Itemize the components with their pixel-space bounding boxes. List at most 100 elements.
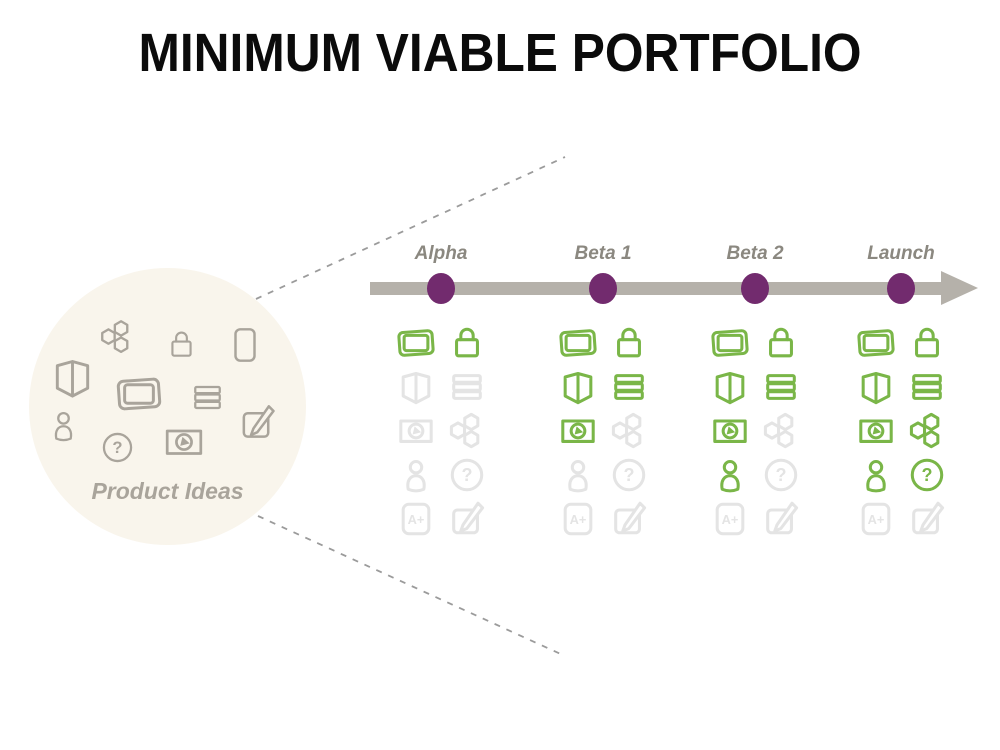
list-icon bbox=[451, 374, 482, 400]
tablet-icon bbox=[710, 329, 749, 357]
launch-book-cell bbox=[850, 365, 901, 409]
milestone-dot-launch bbox=[887, 273, 915, 304]
alpha-grade-cell: A+ bbox=[390, 497, 441, 541]
launch-tablet-cell bbox=[850, 321, 901, 365]
launch-person-cell bbox=[850, 453, 901, 497]
book-icon bbox=[715, 371, 744, 405]
video-icon bbox=[712, 419, 747, 443]
timeline-bar bbox=[370, 282, 942, 295]
stage-label-alpha: Alpha bbox=[414, 243, 468, 264]
tablet-icon bbox=[116, 377, 162, 411]
list-icon bbox=[613, 374, 644, 400]
svg-text:A+: A+ bbox=[867, 512, 884, 527]
alpha-lock-cell bbox=[441, 321, 492, 365]
question-icon: ? bbox=[612, 458, 645, 492]
timeline-arrowhead-icon bbox=[941, 271, 978, 305]
book-icon bbox=[401, 371, 430, 405]
product-ideas-circle bbox=[29, 268, 306, 545]
beta-1-question-cell: ? bbox=[603, 453, 654, 497]
edit-icon bbox=[451, 501, 484, 535]
edit-icon bbox=[613, 501, 646, 535]
lock-icon bbox=[454, 327, 479, 358]
beta-2-list-cell bbox=[755, 365, 806, 409]
edit-icon bbox=[242, 404, 275, 438]
alpha-video-cell bbox=[390, 409, 441, 453]
alpha-book-cell bbox=[390, 365, 441, 409]
idea-card-icon bbox=[226, 326, 264, 364]
grade-icon: A+ bbox=[401, 502, 430, 536]
svg-text:A+: A+ bbox=[407, 512, 424, 527]
alpha-person-cell bbox=[390, 453, 441, 497]
beta-2-edit-cell bbox=[755, 497, 806, 541]
milestone-dot-beta-1 bbox=[589, 273, 617, 304]
hexagons-icon bbox=[909, 412, 939, 449]
stage-column-launch: ? A+ bbox=[850, 321, 952, 541]
book-icon bbox=[861, 371, 890, 405]
video-icon bbox=[560, 419, 595, 443]
alpha-edit-cell bbox=[441, 497, 492, 541]
person-icon bbox=[865, 459, 886, 493]
page-title: MINIMUM VIABLE PORTFOLIO bbox=[138, 23, 862, 83]
tablet-icon bbox=[396, 329, 435, 357]
video-icon bbox=[165, 429, 203, 455]
person-icon bbox=[567, 459, 588, 493]
alpha-hexagons-cell bbox=[441, 409, 492, 453]
edit-icon bbox=[911, 501, 944, 535]
idea-edit-icon bbox=[238, 403, 277, 442]
edit-icon bbox=[765, 501, 798, 535]
idea-tablet-icon bbox=[116, 371, 162, 417]
beta-2-lock-cell bbox=[755, 321, 806, 365]
milestone-dot-beta-2 bbox=[741, 273, 769, 304]
beta-2-hexagons-cell bbox=[755, 409, 806, 453]
lock-icon bbox=[768, 327, 793, 358]
beta-2-grade-cell: A+ bbox=[704, 497, 755, 541]
grade-icon: A+ bbox=[715, 502, 744, 536]
stage-label-launch: Launch bbox=[867, 243, 935, 264]
beta-2-book-cell bbox=[704, 365, 755, 409]
idea-person-icon bbox=[46, 408, 81, 443]
question-icon: ? bbox=[450, 458, 483, 492]
idea-video-icon bbox=[163, 421, 205, 463]
svg-text:A+: A+ bbox=[721, 512, 738, 527]
lock-icon bbox=[914, 327, 939, 358]
idea-question-icon: ? bbox=[100, 430, 135, 465]
launch-question-cell: ? bbox=[901, 453, 952, 497]
beta-2-question-cell: ? bbox=[755, 453, 806, 497]
video-icon bbox=[398, 419, 433, 443]
hexagons-icon bbox=[763, 412, 793, 449]
tablet-icon bbox=[558, 329, 597, 357]
idea-lock-icon bbox=[165, 328, 198, 361]
list-icon bbox=[911, 374, 942, 400]
idea-hexagons-icon bbox=[99, 319, 135, 355]
svg-text:?: ? bbox=[112, 438, 122, 457]
video-icon bbox=[858, 419, 893, 443]
launch-hexagons-cell bbox=[901, 409, 952, 453]
alpha-question-cell: ? bbox=[441, 453, 492, 497]
alpha-tablet-cell bbox=[390, 321, 441, 365]
stage-column-beta-2: ? A+ bbox=[704, 321, 806, 541]
beta-1-person-cell bbox=[552, 453, 603, 497]
launch-lock-cell bbox=[901, 321, 952, 365]
svg-text:?: ? bbox=[775, 465, 786, 485]
book-icon bbox=[55, 359, 89, 398]
hexagons-icon bbox=[611, 412, 641, 449]
beta-1-edit-cell bbox=[603, 497, 654, 541]
stage-column-beta-1: ? A+ bbox=[552, 321, 654, 541]
beta-2-video-cell bbox=[704, 409, 755, 453]
svg-text:?: ? bbox=[921, 465, 932, 485]
beta-1-hexagons-cell bbox=[603, 409, 654, 453]
beta-2-person-cell bbox=[704, 453, 755, 497]
milestone-dot-alpha bbox=[427, 273, 455, 304]
beta-2-tablet-cell bbox=[704, 321, 755, 365]
launch-edit-cell bbox=[901, 497, 952, 541]
question-icon: ? bbox=[764, 458, 797, 492]
card-icon bbox=[234, 328, 256, 362]
svg-text:A+: A+ bbox=[569, 512, 586, 527]
lock-icon bbox=[616, 327, 641, 358]
product-ideas-label: Product Ideas bbox=[91, 478, 244, 504]
beta-1-list-cell bbox=[603, 365, 654, 409]
idea-list-icon bbox=[190, 380, 225, 415]
idea-book-icon bbox=[50, 355, 95, 400]
person-icon bbox=[405, 459, 426, 493]
